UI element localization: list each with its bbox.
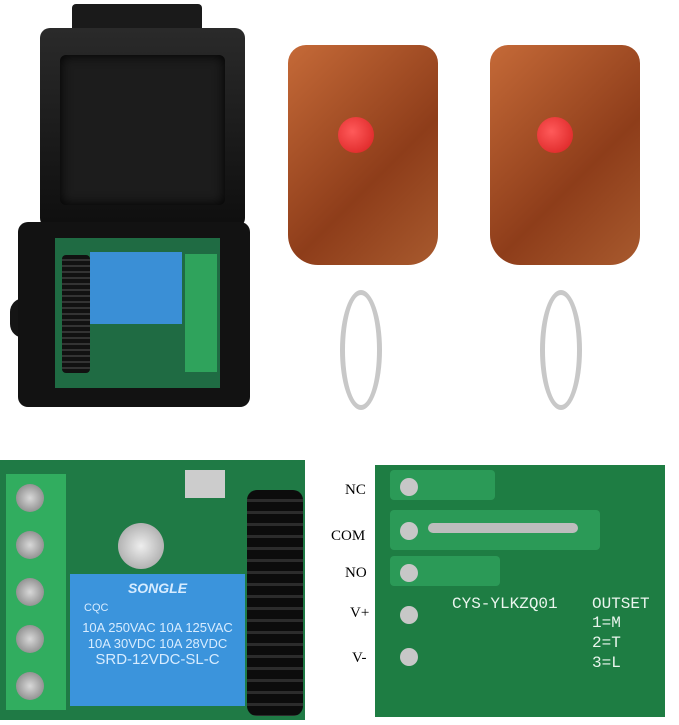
board-model: CYS-YLKZQ01 xyxy=(452,595,558,613)
terminal-screw xyxy=(16,484,44,512)
remote-button-1 xyxy=(338,117,374,153)
terminal-screw xyxy=(16,578,44,606)
solder-pad xyxy=(400,648,418,666)
terminal-screw xyxy=(16,625,44,653)
terminal-screw xyxy=(16,672,44,700)
remote-fob-1 xyxy=(288,45,438,265)
solder-pad xyxy=(400,564,418,582)
pin-label-vplus: V+ xyxy=(350,605,370,621)
case-lid-inner xyxy=(60,55,225,205)
relay-cert: CQC xyxy=(84,602,109,614)
outset-label: OUTSET xyxy=(592,595,650,613)
relay-rating: 10A 250VAC 10A 125VAC xyxy=(82,620,233,635)
remote-button-2 xyxy=(537,117,573,153)
mode-1: 1=M xyxy=(592,614,621,632)
relay-brand: SONGLE xyxy=(127,580,188,596)
terminal-screw xyxy=(16,531,44,559)
pin-label-vminus: V- xyxy=(352,650,367,666)
mode-3: 3=L xyxy=(592,654,621,672)
mode-2: 2=T xyxy=(592,634,621,652)
terminal-block-small xyxy=(185,254,217,372)
solder-strip xyxy=(428,523,578,533)
remote-fob-2 xyxy=(490,45,640,265)
push-button xyxy=(185,470,225,498)
relay-model: SRD-12VDC-SL-C xyxy=(95,651,220,668)
pin-label-com: COM xyxy=(331,528,366,544)
relay-rating: 10A 30VDC 10A 28VDC xyxy=(87,636,228,651)
keychain-1 xyxy=(340,290,382,410)
solder-pad xyxy=(400,522,418,540)
pin-label-no: NO xyxy=(345,565,367,581)
antenna-coil xyxy=(247,490,303,716)
capacitor xyxy=(118,523,164,569)
relay-small xyxy=(90,252,182,324)
pin-label-nc: NC xyxy=(345,482,366,498)
relay: SONGLE CQC 10A 250VAC 10A 125VAC 10A 30V… xyxy=(70,574,245,706)
solder-pad xyxy=(400,478,418,496)
keychain-2 xyxy=(540,290,582,410)
solder-pad xyxy=(400,606,418,624)
board-bottom-view xyxy=(375,465,665,717)
antenna-coil xyxy=(62,255,90,373)
